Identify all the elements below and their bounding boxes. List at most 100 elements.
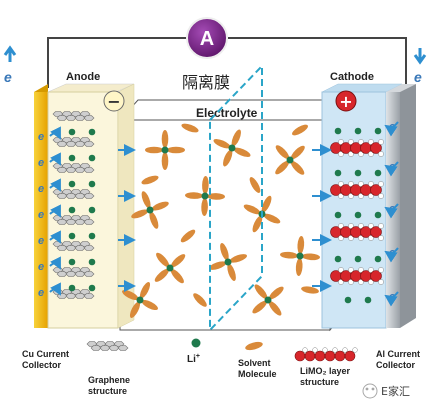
solvent-molecule — [297, 236, 305, 254]
separator — [209, 63, 263, 333]
electron-symbol: e — [38, 287, 44, 299]
graphene-cell — [83, 245, 95, 251]
limo2-metal — [332, 347, 338, 353]
limo2-metal — [342, 347, 348, 353]
electron-symbol: e — [38, 261, 44, 273]
solvent-molecule — [154, 268, 169, 282]
limo2-oxygen — [314, 350, 326, 362]
graphene-cell — [83, 115, 95, 121]
solvent-molecule — [275, 145, 290, 159]
legend-solvent-line1: Solvent — [238, 358, 271, 368]
electron-arrow — [49, 256, 61, 270]
li-ion — [88, 284, 96, 292]
solvent-molecule — [149, 211, 159, 229]
graphene-cell — [83, 271, 95, 277]
limo2-metal — [378, 267, 384, 273]
solvent-molecule — [261, 195, 272, 213]
graphene-cell — [65, 219, 77, 225]
graphene-cell — [65, 293, 77, 299]
solvent-molecule — [141, 191, 151, 209]
limo2-oxygen — [370, 142, 382, 154]
li-ion — [364, 296, 372, 304]
limo2-oxygen — [370, 270, 382, 282]
li-ion — [146, 206, 154, 214]
electrolyte-label: Electrolyte — [196, 106, 258, 120]
limo2-metal — [338, 279, 344, 285]
solvent-molecule — [243, 204, 261, 215]
solvent-molecule — [171, 254, 186, 268]
solvent-molecule — [209, 261, 227, 270]
graphene-cell — [74, 115, 86, 121]
solvent-molecule — [252, 215, 263, 233]
solvent-molecule — [229, 254, 247, 263]
solvent-molecule — [295, 258, 303, 276]
legend-solvent-line2: Molecule — [238, 369, 277, 379]
limo2-metal — [338, 181, 344, 187]
limo2-metal — [358, 267, 364, 273]
legend-graphene-line1: Graphene — [88, 375, 130, 385]
li-ion — [88, 258, 96, 266]
cathode-label: Cathode — [330, 71, 374, 83]
legend: Cu Current Collector Graphene structure … — [22, 338, 420, 396]
limo2-oxygen — [304, 350, 316, 362]
li-ion — [88, 128, 96, 136]
solvent-molecule — [252, 300, 267, 314]
solvent-molecule — [213, 139, 231, 149]
electron-arrow — [49, 152, 61, 166]
legend-limo2-line2: structure — [300, 377, 339, 387]
solvent-molecule — [170, 269, 184, 284]
limo2-oxygen — [334, 350, 346, 362]
anode-label: Anode — [66, 71, 100, 83]
graphene-cell — [56, 219, 68, 225]
li-ion — [136, 296, 144, 304]
solvent-molecule — [129, 301, 141, 318]
legend-al-line2: Collector — [376, 360, 416, 370]
li-ion — [374, 255, 382, 263]
limo2-metal — [338, 223, 344, 229]
li-ion — [68, 232, 76, 240]
legend-limo2-line1: LiMO₂ layer — [300, 366, 351, 376]
limo2-metal — [312, 347, 318, 353]
graphene-cell — [65, 167, 77, 173]
li-ion — [374, 127, 382, 135]
solvent-molecule — [249, 177, 261, 193]
limo2-metal — [322, 347, 328, 353]
electron-symbol: e — [38, 183, 44, 195]
limo2-metal — [338, 139, 344, 145]
graphene-cell — [83, 141, 95, 147]
limo2-metal — [378, 151, 384, 157]
graphene-layers — [52, 111, 95, 299]
svg-text:+: + — [339, 92, 352, 111]
electron-symbol: e — [38, 131, 44, 143]
li-ion — [354, 255, 362, 263]
limo2-metal — [338, 151, 344, 157]
graphene-cell — [56, 271, 68, 277]
svg-text:−: − — [107, 92, 120, 111]
graphene-cell — [65, 193, 77, 199]
limo2-oxygen — [324, 350, 336, 362]
legend-graphene-icon — [86, 341, 129, 351]
electron-symbol: e — [38, 235, 44, 247]
li-ion — [374, 211, 382, 219]
graphene-cell — [74, 141, 86, 147]
graphene-cell — [83, 219, 95, 225]
graphene-cell — [74, 271, 86, 277]
limo2-metal — [348, 181, 354, 187]
limo2-metal — [378, 181, 384, 187]
li-ion — [354, 169, 362, 177]
legend-li-ion-label: Li+ — [187, 353, 200, 365]
solvent-molecule — [202, 176, 209, 194]
graphene-cell — [74, 293, 86, 299]
limo2-metal — [368, 223, 374, 229]
limo2-metal — [358, 181, 364, 187]
limo2-oxygen — [370, 226, 382, 238]
li-ion — [88, 232, 96, 240]
anode-sign: − — [103, 90, 125, 112]
li-ion — [334, 255, 342, 263]
limo2-metal — [358, 139, 364, 145]
solvent-molecule — [301, 286, 319, 294]
graphene-cell — [56, 141, 68, 147]
electron-arrow — [49, 178, 61, 192]
